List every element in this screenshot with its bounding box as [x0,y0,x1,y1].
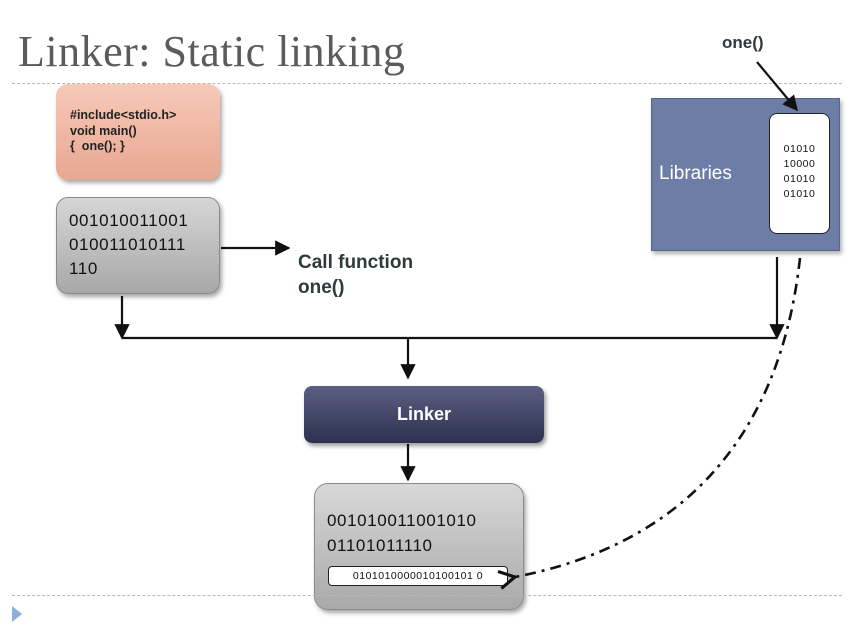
lib-code-line-1: 01010 [783,143,816,155]
executable-code: 001010011001010 01101011110 [327,508,477,558]
source-code-box: #include<stdio.h> void main() { one(); } [56,84,220,180]
object-line-3: 110 [69,259,98,278]
slide-title: Linker: Static linking [18,27,406,76]
embedded-library-code: 0101010000010100101 0 [328,566,508,586]
top-divider [12,83,842,84]
executable-box [314,483,524,610]
function-name-label: one() [722,33,764,52]
lib-code-line-2: 10000 [783,158,816,170]
exe-line-1: 001010011001010 [327,511,477,530]
source-line-1: #include<stdio.h> [70,108,177,122]
lib-code-line-4: 01010 [783,188,816,200]
linker-label: Linker [396,404,452,424]
libraries-label: Libraries [659,163,732,184]
linker-box: Linker [304,386,544,443]
next-slide-triangle-icon[interactable] [12,606,22,622]
source-line-3: { one(); } [70,139,125,153]
object-line-2: 010011010111 [69,235,186,254]
object-code-box: 001010011001 010011010111 110 [56,197,220,294]
dashdot-copy-path [497,257,802,590]
call-label-line-2: one() [298,277,345,298]
source-line-2: void main() [70,123,137,138]
object-line-1: 001010011001 [69,211,189,230]
library-function-code: 01010 10000 01010 01010 [769,113,830,234]
bottom-divider [12,595,842,596]
arrow-one-to-library [756,61,798,112]
call-function-label: Call function one() [298,250,413,300]
call-label-line-1: Call function [298,252,414,273]
exe-line-2: 01101011110 [327,536,433,555]
lib-code-line-3: 01010 [783,173,816,185]
